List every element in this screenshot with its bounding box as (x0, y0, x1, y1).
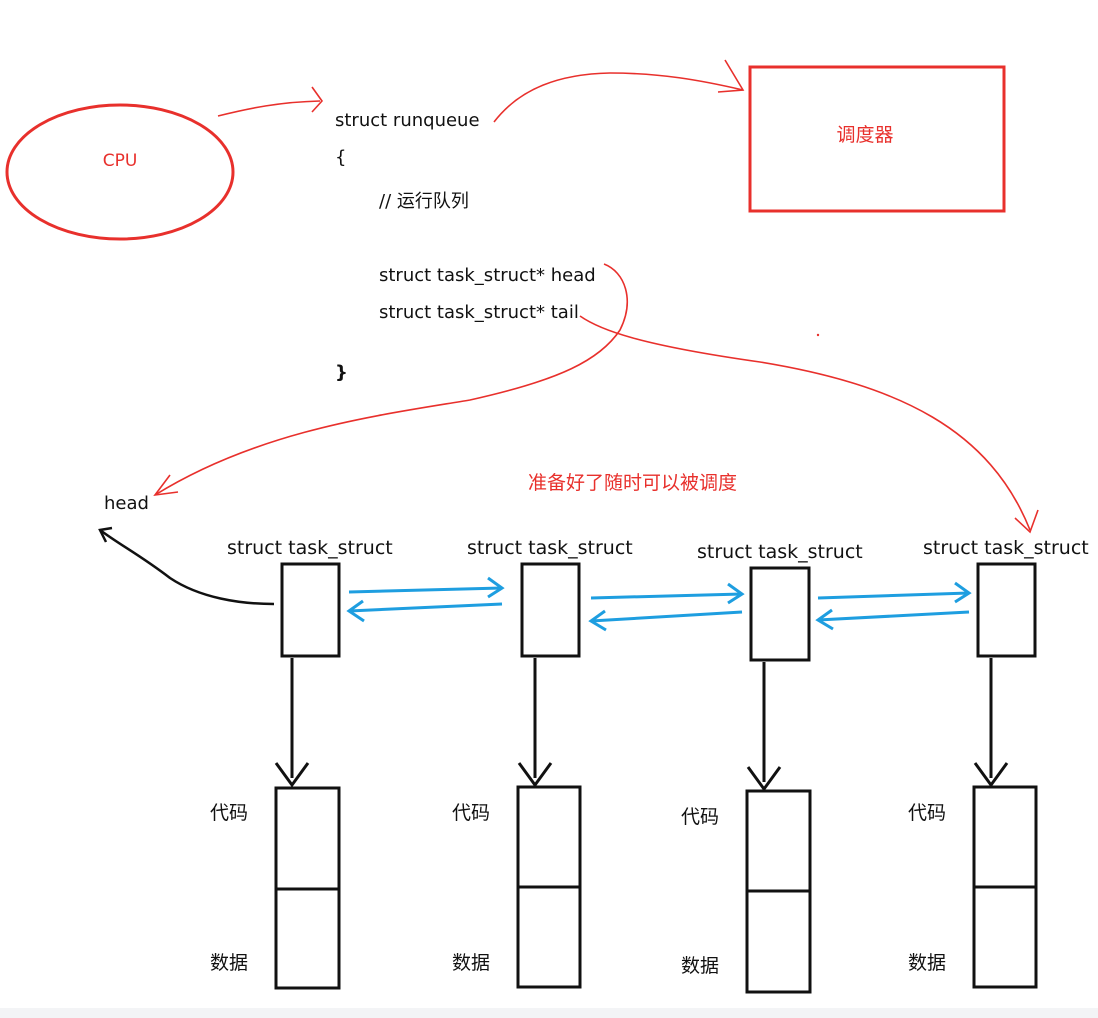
code-label-4: 代码 (908, 802, 946, 824)
cpu-node: CPU (5, 103, 235, 241)
runqueue-decl: struct runqueue (335, 110, 480, 131)
code-label-2: 代码 (452, 802, 490, 824)
runqueue-close-brace: } (335, 362, 348, 383)
stray-dot (816, 333, 820, 337)
runqueue-open-brace: { (335, 147, 346, 168)
runqueue-head-field: struct task_struct* head (379, 265, 596, 286)
ready-annotation: 准备好了随时可以被调度 (528, 472, 737, 494)
task-struct-label-2: struct task_struct (467, 537, 633, 559)
link-3-2-backward-arrow (588, 609, 743, 632)
link-2-3-forward-arrow (590, 582, 745, 605)
link-1-2-forward-arrow (348, 576, 505, 599)
scheduler-label: 调度器 (836, 124, 893, 146)
cpu-to-runqueue-arrow (217, 86, 324, 117)
runqueue-struct-code: struct runqueue { // 运行队列 struct task_st… (335, 110, 596, 383)
first-node-to-head-arrow (98, 526, 275, 606)
tail-pointer-arrow (579, 315, 1039, 534)
link-2-1-backward-arrow (346, 599, 503, 623)
link-3-4-forward-arrow (817, 581, 972, 604)
data-label-2: 数据 (452, 952, 490, 974)
head-label: head (104, 493, 149, 514)
task-struct-label-4: struct task_struct (923, 537, 1089, 559)
data-label-3: 数据 (681, 955, 719, 977)
task-struct-label-1: struct task_struct (227, 537, 393, 559)
bottom-strip (0, 1008, 1098, 1018)
code-label-3: 代码 (681, 806, 719, 828)
code-label-1: 代码 (210, 802, 248, 824)
task-struct-node-3: struct task_struct 代码 数据 (681, 541, 863, 994)
data-label-1: 数据 (210, 952, 248, 974)
runqueue-tail-field: struct task_struct* tail (379, 302, 579, 323)
link-4-3-backward-arrow (815, 608, 970, 631)
task-struct-node-2: struct task_struct 代码 数据 (452, 537, 633, 989)
data-label-4: 数据 (908, 952, 946, 974)
task-struct-label-3: struct task_struct (697, 541, 863, 563)
cpu-label: CPU (103, 151, 138, 171)
task-struct-node-1: struct task_struct 代码 数据 (210, 537, 393, 990)
runqueue-to-scheduler-arrow (493, 59, 745, 123)
head-pointer-arrow (153, 263, 628, 497)
scheduler-node: 调度器 (748, 65, 1006, 213)
runqueue-comment: // 运行队列 (379, 191, 469, 212)
task-struct-node-4: struct task_struct 代码 数据 (908, 537, 1089, 989)
